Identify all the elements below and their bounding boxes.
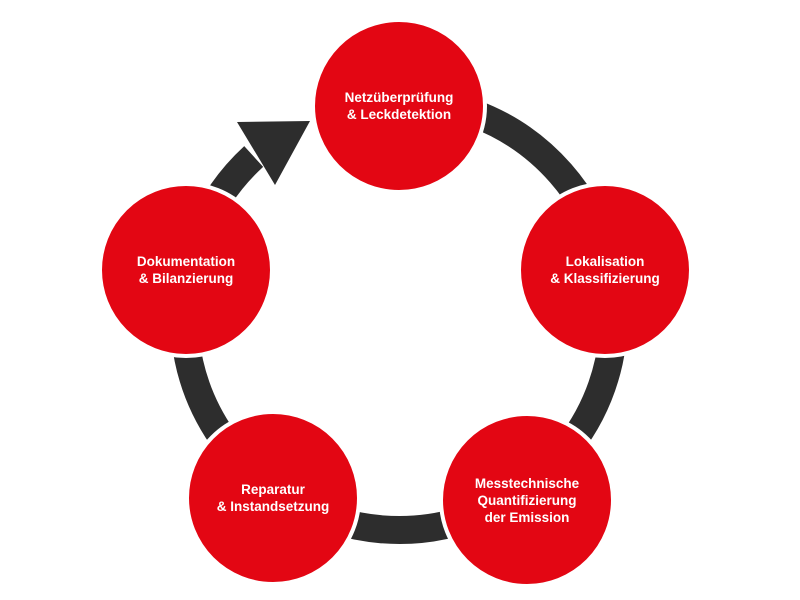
- node-label: Messtechnische Quantifizierung der Emiss…: [474, 475, 580, 525]
- node-localisation: Lokalisation & Klassifizierung: [517, 182, 693, 358]
- node-documentation: Dokumentation & Bilanzierung: [98, 182, 274, 358]
- node-repair: Reparatur & Instandsetzung: [185, 410, 361, 586]
- node-label: Reparatur & Instandsetzung: [216, 482, 330, 514]
- node-leak-detection: Netzüberprüfung & Leckdetektion: [311, 18, 487, 194]
- node-label: Dokumentation & Bilanzierung: [136, 254, 236, 286]
- node-label: Lokalisation & Klassifizierung: [550, 254, 660, 286]
- arrow-head-icon: [237, 121, 310, 185]
- node-quantification: Messtechnische Quantifizierung der Emiss…: [439, 412, 615, 588]
- node-label: Netzüberprüfung & Leckdetektion: [344, 90, 454, 122]
